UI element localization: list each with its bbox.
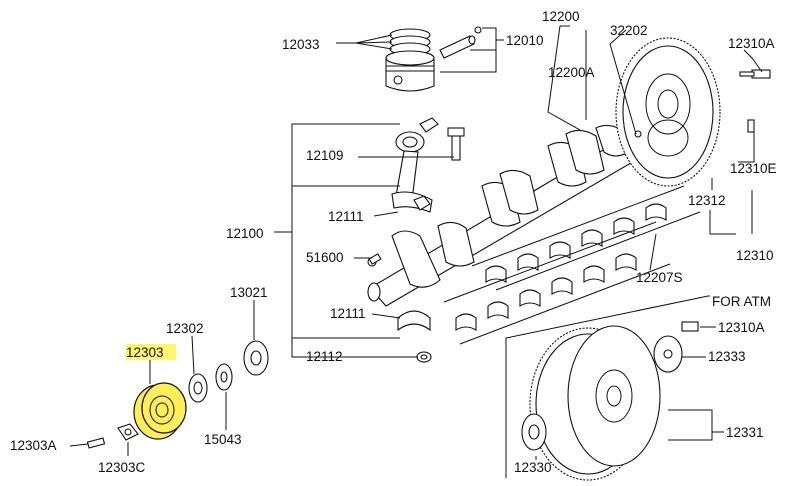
label-12109[interactable]: 12109: [306, 148, 344, 163]
label-13021[interactable]: 13021: [230, 285, 268, 300]
rod-bearing-drawing[interactable]: [397, 310, 431, 332]
oil-pump-gear-drawing[interactable]: [215, 363, 233, 391]
leader-lines: [69, 25, 763, 478]
label-12200a[interactable]: 12200A: [548, 65, 595, 80]
label-12033[interactable]: 12033: [282, 37, 320, 52]
piston-pin-drawing[interactable]: [439, 35, 476, 59]
label-12303a[interactable]: 12303A: [10, 438, 57, 453]
pin-clip-drawing[interactable]: [474, 26, 482, 34]
drive-plate-spacer-drawing[interactable]: [521, 413, 547, 451]
flywheel-bolt-drawing[interactable]: [739, 69, 771, 79]
pulley-bolt-drawing[interactable]: [86, 437, 106, 449]
label-12100[interactable]: 12100: [226, 226, 264, 241]
crank-key-drawing[interactable]: [368, 253, 382, 265]
crank-sprocket-drawing[interactable]: [243, 340, 269, 376]
highlight-label-box: [126, 344, 176, 360]
label-32202[interactable]: 32202: [610, 23, 648, 38]
rod-nut-drawing[interactable]: [413, 195, 431, 211]
pulley-washer-drawing[interactable]: [117, 423, 139, 441]
label-12303[interactable]: 12303: [126, 345, 164, 360]
label-12111-top[interactable]: 12111: [328, 209, 364, 224]
drive-plate-reinforcement-drawing[interactable]: [653, 335, 683, 373]
label-12302[interactable]: 12302: [166, 321, 204, 336]
plug-drawing[interactable]: [634, 130, 642, 138]
piston-drawing[interactable]: [385, 50, 435, 92]
drive-plate-drawing[interactable]: [529, 325, 661, 481]
crank-pulley-drawing[interactable]: [133, 382, 187, 440]
label-51600[interactable]: 51600: [306, 250, 344, 265]
label-12303c[interactable]: 12303C: [98, 460, 146, 475]
connecting-rod-drawing[interactable]: [391, 117, 439, 213]
label-15043[interactable]: 15043: [204, 432, 242, 447]
part-labels: 12033 12010 12200 32202 12310A 12200A 12…: [10, 9, 777, 475]
label-12310e[interactable]: 12310E: [730, 161, 777, 176]
label-12010[interactable]: 12010: [506, 33, 544, 48]
main-bearings-upper-drawing[interactable]: [471, 185, 701, 291]
label-12312[interactable]: 12312: [688, 193, 726, 208]
label-for-atm: FOR ATM: [712, 294, 771, 309]
label-12310a-atm[interactable]: 12310A: [718, 320, 765, 335]
label-12310[interactable]: 12310: [736, 248, 774, 263]
label-12111-bottom[interactable]: 12111: [330, 306, 366, 321]
main-bearings-lower-drawing[interactable]: [443, 221, 671, 345]
flywheel-dowel-drawing[interactable]: [747, 119, 755, 133]
pilot-bush-drawing[interactable]: [416, 351, 432, 363]
label-12310a-top[interactable]: 12310A: [728, 36, 775, 51]
label-12331[interactable]: 12331: [726, 425, 764, 440]
rod-bolt-drawing[interactable]: [447, 127, 465, 161]
label-12330[interactable]: 12330: [514, 460, 552, 475]
label-12333[interactable]: 12333: [708, 349, 746, 364]
flywheel-drawing[interactable]: [615, 37, 721, 187]
label-12112[interactable]: 12112: [306, 349, 343, 364]
label-12207s[interactable]: 12207S: [636, 270, 683, 285]
crankshaft-drawing[interactable]: [367, 124, 637, 307]
piston-rings-drawing[interactable]: [389, 28, 431, 56]
drive-plate-bolt-drawing[interactable]: [681, 321, 699, 332]
label-12200[interactable]: 12200: [542, 9, 580, 24]
crank-spacer-drawing[interactable]: [188, 373, 208, 403]
